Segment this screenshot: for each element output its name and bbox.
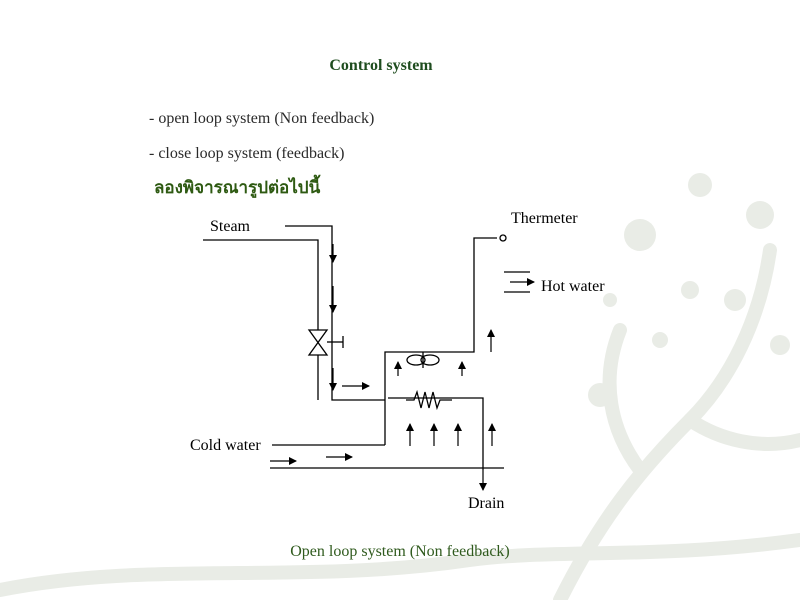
label-cold-water: Cold water [190, 437, 261, 454]
stirrer-blade-right [420, 354, 440, 366]
heater-coil [406, 389, 452, 411]
label-hot-water: Hot water [541, 278, 605, 295]
steam-pipe [203, 239, 319, 330]
tank-right-wall [388, 397, 484, 470]
diagram-caption: Open loop system (Non feedback) [290, 543, 510, 560]
label-thermometer: Thermeter [511, 210, 578, 227]
slide-title: Control system [329, 57, 433, 74]
thai-instruction: ลองพิจารณารูปต่อไปนี้ [154, 178, 321, 198]
label-drain: Drain [468, 495, 505, 512]
tank-wall [384, 237, 497, 445]
thermometer-probe [499, 234, 507, 242]
bullet-open-loop: - open loop system (Non feedback) [149, 110, 375, 127]
steam-pipe-inner [285, 225, 385, 401]
label-steam: Steam [210, 218, 250, 235]
bullet-close-loop: - close loop system (feedback) [149, 145, 345, 162]
stirrer-blade-left [406, 354, 426, 366]
control-valve [307, 329, 329, 356]
